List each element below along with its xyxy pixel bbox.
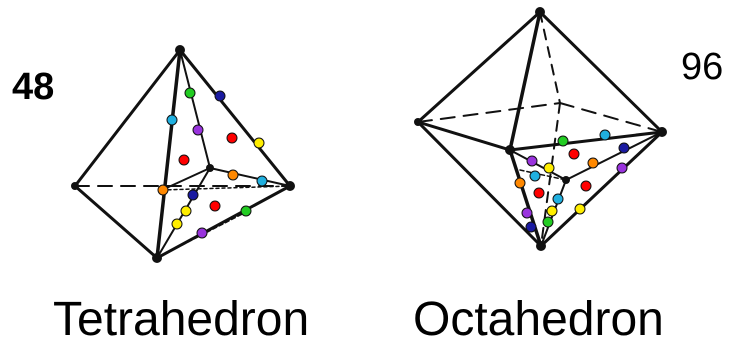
octa-dot bbox=[580, 180, 592, 192]
octa-dot bbox=[552, 193, 564, 205]
octa-dot bbox=[514, 177, 526, 189]
tetra-edge bbox=[73, 48, 182, 188]
tetra-dot bbox=[256, 175, 268, 187]
octahedron-count: 96 bbox=[681, 46, 724, 88]
tetra-dot bbox=[226, 132, 238, 144]
tetrahedron-vertices bbox=[71, 45, 295, 263]
octa-inner-line bbox=[509, 149, 567, 181]
octa-vertex bbox=[535, 7, 545, 17]
octa-edge bbox=[416, 120, 543, 248]
tetra-dot bbox=[214, 90, 226, 102]
tetra-dot bbox=[157, 184, 169, 196]
octa-hidden-edge bbox=[417, 102, 561, 123]
tetrahedron-drawing bbox=[73, 48, 292, 260]
octa-edge bbox=[508, 10, 542, 152]
octa-edge bbox=[416, 10, 542, 124]
octa-dot bbox=[529, 170, 541, 182]
octa-vertex bbox=[505, 145, 515, 155]
tetra-inner-line bbox=[161, 185, 291, 191]
octa-hidden-edge bbox=[540, 102, 561, 247]
octa-dot bbox=[521, 207, 533, 219]
octa-dot bbox=[599, 129, 611, 141]
tetra-dot bbox=[171, 218, 183, 230]
tetra-dot bbox=[178, 154, 190, 166]
octa-inner-line bbox=[565, 131, 663, 181]
octa-dot bbox=[568, 148, 580, 160]
tetra-dot bbox=[180, 205, 192, 217]
tetra-inner-line bbox=[161, 167, 211, 191]
octa-edge bbox=[539, 130, 664, 248]
tetra-vertex bbox=[152, 253, 162, 263]
octa-hidden-edge bbox=[539, 11, 561, 104]
octa-dot bbox=[543, 162, 555, 174]
octa-edge bbox=[508, 130, 664, 152]
tetra-edge bbox=[155, 48, 182, 260]
tetra-dot bbox=[166, 114, 178, 126]
tetra-dot bbox=[196, 227, 208, 239]
octa-inner-line bbox=[519, 169, 567, 181]
tetra-dot bbox=[240, 205, 252, 217]
tetrahedron-count: 48 bbox=[12, 66, 55, 108]
tetra-edge bbox=[178, 48, 292, 188]
tetra-vertex bbox=[206, 164, 214, 172]
tetra-vertex bbox=[175, 45, 185, 55]
tetra-inner-line bbox=[209, 167, 291, 187]
octahedron-drawing bbox=[416, 10, 664, 248]
octa-vertex bbox=[414, 118, 422, 126]
octa-vertex bbox=[657, 127, 667, 137]
octa-dot bbox=[526, 155, 538, 167]
tetra-dot bbox=[253, 137, 265, 149]
octa-dot bbox=[533, 187, 545, 199]
octa-dot bbox=[557, 135, 569, 147]
tetra-dot bbox=[184, 87, 196, 99]
octahedron-vertices bbox=[414, 7, 667, 251]
octa-dot bbox=[546, 205, 558, 217]
tetra-inner-line bbox=[179, 49, 211, 169]
octa-dot bbox=[542, 216, 554, 228]
tetra-edge bbox=[73, 184, 159, 260]
octa-dot bbox=[618, 142, 630, 154]
octahedron-dots bbox=[514, 129, 630, 233]
octa-dot bbox=[574, 203, 586, 215]
octa-dot bbox=[587, 157, 599, 169]
octa-edge bbox=[416, 120, 512, 152]
octahedron-label: Octahedron bbox=[413, 293, 664, 346]
tetra-vertex bbox=[285, 181, 295, 191]
tetrahedron-dots bbox=[157, 87, 268, 239]
octa-vertex bbox=[562, 176, 570, 184]
tetra-dot bbox=[209, 200, 221, 212]
octa-edge bbox=[538, 10, 664, 134]
octa-dot bbox=[616, 162, 628, 174]
octa-vertex bbox=[536, 241, 546, 251]
tetra-vertex bbox=[71, 182, 79, 190]
octa-dot bbox=[525, 221, 537, 233]
tetra-dot bbox=[187, 189, 199, 201]
tetra-dot bbox=[227, 169, 239, 181]
tetra-dot bbox=[192, 124, 204, 136]
octa-edge bbox=[508, 148, 543, 248]
octa-hidden-edge bbox=[559, 102, 663, 133]
tetrahedron-label: Tetrahedron bbox=[53, 293, 310, 346]
